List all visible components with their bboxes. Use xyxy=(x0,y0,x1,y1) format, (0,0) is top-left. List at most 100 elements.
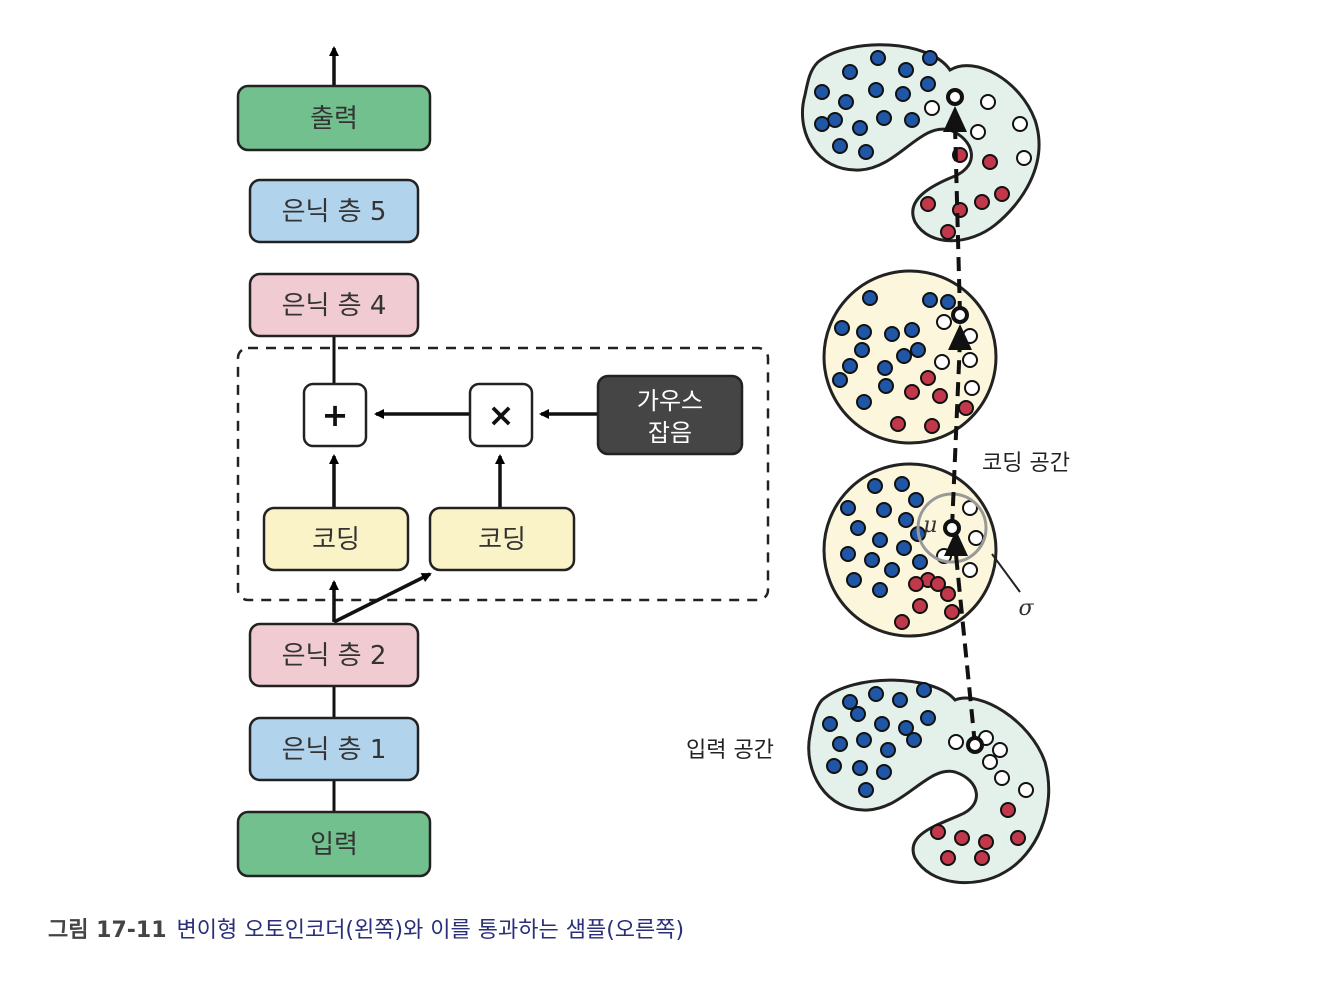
sample-dot-109 xyxy=(940,850,956,866)
sample-dot-37 xyxy=(910,342,926,358)
sample-path-arrowheads xyxy=(943,106,972,556)
sample-dot-93 xyxy=(906,732,922,748)
sample-dot-41 xyxy=(878,378,894,394)
hidden-layer-4-box: 은닉 층 4 xyxy=(248,272,420,338)
sample-dot-12 xyxy=(832,138,848,154)
sample-dot-15 xyxy=(814,116,830,132)
sample-dot-91 xyxy=(856,732,872,748)
gaussian-noise-box: 가우스 잡음 xyxy=(596,374,744,456)
sample-dot-19 xyxy=(1016,150,1032,166)
sample-dot-68 xyxy=(846,572,862,588)
sample-dot-53 xyxy=(924,418,940,434)
sample-dot-58 xyxy=(876,502,892,518)
hidden-layer-1-label: 은닉 층 1 xyxy=(282,735,387,765)
sample-dot-13 xyxy=(858,144,874,160)
sample-dot-35 xyxy=(854,342,870,358)
sample-dot-49 xyxy=(904,384,920,400)
sample-dot-83 xyxy=(892,692,908,708)
sigma-pointer xyxy=(991,553,1021,593)
sample-dot-62 xyxy=(872,532,888,548)
sample-dot-64 xyxy=(840,546,856,562)
coding-mean-box: 코딩 xyxy=(262,506,410,572)
sample-dot-89 xyxy=(920,710,936,726)
gaussian-noise-label-line2: 잡음 xyxy=(648,419,692,447)
sample-dot-6 xyxy=(868,82,884,98)
sample-dot-107 xyxy=(954,830,970,846)
sample-dot-33 xyxy=(884,326,900,342)
hidden-layer-1-box: 은닉 층 1 xyxy=(248,716,420,782)
sample-dot-82 xyxy=(868,686,884,702)
sample-dot-75 xyxy=(908,576,924,592)
hidden-layer-2-box: 은닉 층 2 xyxy=(248,622,420,688)
sample-dot-50 xyxy=(932,388,948,404)
sample-dot-101 xyxy=(982,754,998,770)
arrows xyxy=(329,46,598,624)
figure-caption-text: 변이형 오토인코더(왼쪽)와 이를 통과하는 샘플(오른쪽) xyxy=(176,918,685,943)
sample-dot-45 xyxy=(934,354,950,370)
sample-dot-1 xyxy=(870,50,886,66)
sigma-label: σ xyxy=(1018,596,1034,621)
sample-dot-52 xyxy=(890,416,906,432)
sample-dot-48 xyxy=(920,370,936,386)
sample-dot-47 xyxy=(964,380,980,396)
sample-dot-29 xyxy=(922,292,938,308)
sample-dot-31 xyxy=(834,320,850,336)
sample-dot-54 xyxy=(867,478,883,494)
sample-dot-80 xyxy=(944,604,960,620)
sample-dot-25 xyxy=(952,202,968,218)
output-space-blob xyxy=(800,43,1041,243)
output-label: 출력 xyxy=(310,104,358,134)
sample-dot-9 xyxy=(827,112,843,128)
hidden-layer-4-label: 은닉 층 4 xyxy=(282,291,387,321)
sample-dot-28 xyxy=(862,290,878,306)
sample-dot-30 xyxy=(940,294,956,310)
sample-dot-106 xyxy=(930,824,946,840)
hidden-layer-5-label: 은닉 층 5 xyxy=(282,197,387,227)
sample-dot-27 xyxy=(940,224,956,240)
sample-dot-65 xyxy=(864,552,880,568)
gaussian-noise-label-line1: 가우스 xyxy=(637,387,703,415)
input-space-label: 입력 공간 xyxy=(686,738,774,763)
sample-dots xyxy=(814,50,1034,866)
output-box: 출력 xyxy=(236,84,432,152)
sample-dot-22 xyxy=(982,154,998,170)
sample-dot-7 xyxy=(895,86,911,102)
sample-dot-88 xyxy=(898,720,914,736)
sample-dot-95 xyxy=(876,764,892,780)
figure-number: 그림 17-11 xyxy=(48,918,167,943)
sample-dot-77 xyxy=(940,586,956,602)
coding-space-label: 코딩 공간 xyxy=(982,451,1070,476)
sample-dot-79 xyxy=(894,614,910,630)
sample-dot-34 xyxy=(904,322,920,338)
sample-dot-56 xyxy=(908,492,924,508)
sample-dot-94 xyxy=(852,760,868,776)
sample-dot-0 xyxy=(842,64,858,80)
sample-dot-102 xyxy=(994,770,1010,786)
sample-dot-17 xyxy=(980,94,996,110)
coding-mean-label: 코딩 xyxy=(312,525,360,555)
sample-dot-81 xyxy=(842,694,858,710)
sample-dot-105 xyxy=(1010,830,1026,846)
plus-operator: + xyxy=(302,382,368,448)
sample-dot-76 xyxy=(930,576,946,592)
sample-dot-20 xyxy=(970,124,986,140)
sample-dot-8 xyxy=(920,76,936,92)
sample-dot-59 xyxy=(898,512,914,528)
sample-dot-73 xyxy=(962,562,978,578)
sample-dot-100 xyxy=(992,742,1008,758)
sample-dot-40 xyxy=(832,372,848,388)
sample-dot-39 xyxy=(877,360,893,376)
sampling-region xyxy=(236,346,770,602)
sample-dot-108 xyxy=(978,834,994,850)
hidden-layer-5-box: 은닉 층 5 xyxy=(248,178,420,244)
sample-dot-84 xyxy=(916,682,932,698)
sample-dot-66 xyxy=(884,562,900,578)
sample-dot-10 xyxy=(852,120,868,136)
sample-dot-86 xyxy=(850,706,866,722)
sample-dot-23 xyxy=(994,186,1010,202)
sample-dot-103 xyxy=(1018,782,1034,798)
sample-dot-110 xyxy=(974,850,990,866)
sample-points xyxy=(943,88,984,754)
sample-dot-26 xyxy=(974,194,990,210)
